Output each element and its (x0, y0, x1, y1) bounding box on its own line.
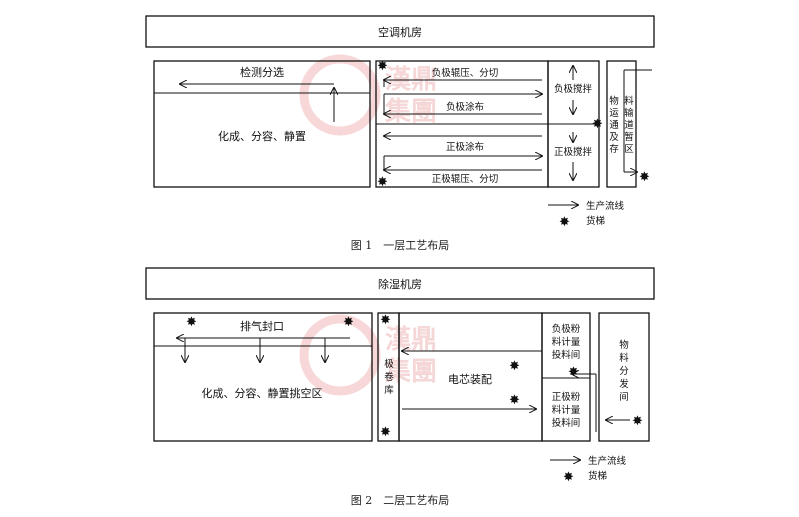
fig2-roll-store-label: 极 卷 库 (384, 358, 394, 396)
fig2-elevator-8: ✸ (632, 414, 643, 429)
fig2-material-block (598, 312, 650, 442)
fig1-neg-roll-label: 负极辊压、分切 (432, 67, 499, 79)
fig1-pos-roll-label: 正极辊压、分切 (432, 173, 499, 185)
fig1-legend-line-label: 生产流线 (586, 200, 625, 212)
svg-text:存: 存 (609, 143, 619, 155)
fig2-elevator-6: ✸ (509, 393, 520, 408)
svg-text:间: 间 (619, 391, 629, 403)
fig2-elevator-1: ✸ (186, 315, 197, 330)
fig1-legend: 生产流线 ✸ 货梯 (548, 200, 625, 230)
fig2-material-label: 物 料 分 发 间 (619, 339, 629, 403)
svg-text:库: 库 (384, 384, 394, 396)
watermark: 漢鼎 集團 漢鼎 集團 (299, 54, 437, 396)
fig2-caption: 图 2 二层工艺布局 (351, 494, 450, 507)
svg-text:负极粉: 负极粉 (552, 323, 581, 335)
fig2-neg-powder-label: 负极粉 料计量 投料间 (552, 323, 581, 361)
fig2-formation-label: 化成、分容、静置挑空区 (202, 386, 323, 400)
watermark-bottom: 集團 (384, 96, 437, 127)
svg-text:通: 通 (609, 120, 619, 131)
svg-text:暂: 暂 (624, 131, 634, 143)
fig1-aircon-label: 空调机房 (378, 25, 422, 39)
fig2-elevator-2: ✸ (343, 315, 354, 330)
fig1-pos-mix-label: 正极搅拌 (554, 146, 593, 158)
svg-text:分: 分 (619, 366, 629, 377)
svg-text:正极粉: 正极粉 (552, 391, 581, 403)
fig1-formation-label: 化成、分容、静置 (218, 129, 306, 143)
fig2-elevator-7: ✸ (568, 365, 579, 380)
fig1-left-block (153, 60, 371, 188)
fig1-caption: 图 1 一层工艺布局 (351, 239, 450, 252)
fig1-material-block (606, 60, 637, 188)
svg-text:料: 料 (619, 352, 629, 364)
svg-text:投料间: 投料间 (552, 349, 581, 361)
svg-text:卷: 卷 (384, 371, 394, 383)
svg-text:输: 输 (624, 107, 634, 119)
fig2-dehumid-label: 除湿机房 (378, 277, 422, 291)
fig1-elevator-3: ✸ (592, 117, 603, 132)
watermark-bottom-2: 集團 (384, 356, 437, 387)
fig2-left-block (153, 312, 373, 442)
fig2-pos-powder-label: 正极粉 料计量 投料间 (552, 391, 581, 429)
fig2-legend-star-label: 货梯 (588, 470, 608, 482)
svg-text:物: 物 (619, 339, 629, 351)
fig1-material-label-right: 料 输 道 暂 区 (624, 95, 634, 155)
svg-text:料计量: 料计量 (552, 336, 581, 348)
fig1-aircon-room (145, 15, 655, 48)
fig2-powder-block (541, 312, 591, 442)
fig2-legend: 生产流线 ✸ 货梯 (550, 455, 627, 485)
svg-text:及: 及 (609, 132, 619, 143)
fig2-elevator-5: ✸ (509, 359, 520, 374)
watermark-top-2: 漢鼎 (385, 325, 437, 355)
fig2-elevator-4: ✸ (380, 425, 391, 440)
svg-text:极: 极 (384, 358, 394, 370)
svg-text:道: 道 (624, 119, 634, 131)
fig1-elevator-4: ✸ (639, 170, 650, 185)
figure-2: 除湿机房 排气封口 化成、分容、静置挑空区 ✸ ✸ 极 卷 库 ✸ ✸ 电芯装配… (145, 267, 655, 507)
fig1-legend-star-label: 货梯 (586, 215, 606, 227)
fig1-elevator-2: ✸ (377, 175, 388, 190)
fig2-dehumid-room (145, 267, 655, 300)
svg-text:物: 物 (609, 95, 619, 107)
fig1-legend-star-icon: ✸ (559, 215, 570, 230)
svg-text:料: 料 (624, 95, 634, 107)
fig1-neg-mix-label: 负极搅拌 (554, 83, 593, 95)
svg-text:运: 运 (609, 108, 619, 119)
fig2-legend-line-label: 生产流线 (588, 455, 627, 467)
fig1-neg-coat-label: 负极涂布 (446, 101, 484, 113)
fig1-pos-coat-label: 正极涂布 (446, 141, 484, 153)
fig1-material-label-left: 物 运 通 及 存 (609, 95, 619, 155)
fig1-inspection-label: 检测分选 (240, 65, 284, 79)
svg-text:料计量: 料计量 (552, 404, 581, 416)
fig2-assembly-label: 电芯装配 (448, 372, 492, 386)
svg-text:发: 发 (619, 378, 629, 390)
fig2-sealing-label: 排气封口 (240, 319, 284, 333)
fig2-elevator-3: ✸ (380, 313, 391, 328)
svg-text:投料间: 投料间 (552, 417, 581, 429)
fig2-legend-star-icon: ✸ (563, 470, 574, 485)
svg-text:区: 区 (624, 144, 634, 155)
figure-1: 空调机房 检测分选 化成、分容、静置 负极辊压、分切 负极涂布 正极涂布 正极辊… (145, 15, 655, 252)
fig1-elevator-1: ✸ (377, 59, 388, 74)
